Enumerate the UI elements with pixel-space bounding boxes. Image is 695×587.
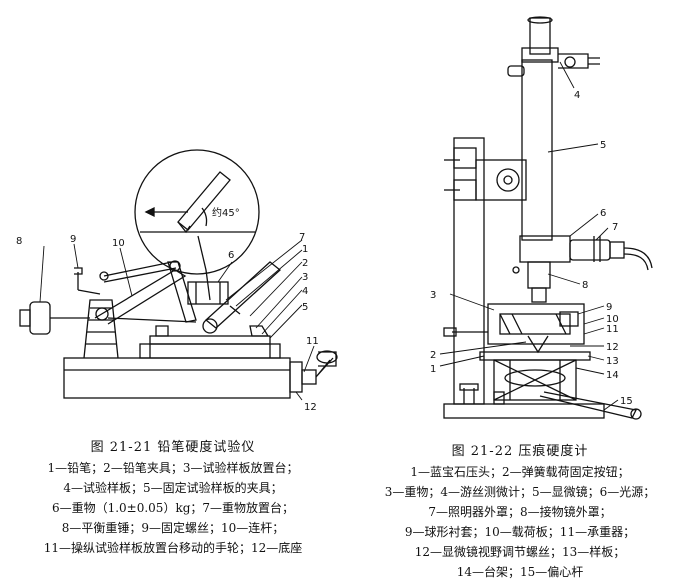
fig2-label-14: 14: [606, 370, 619, 381]
fig2-leader-lines: [439, 61, 619, 411]
fig2-part-labels: 4 5 6 7 8 3 2 1 9 10 11 12 13 14 15: [430, 90, 633, 407]
fig2-legend-line: 7—照明器外罩；8—接物镜外罩；: [428, 505, 612, 519]
fig2-legend-line: 3—重物；4—游丝测微计；5—显微镜；6—光源；: [384, 485, 656, 499]
fig1-label-8: 8: [16, 236, 22, 247]
fig2-label-10: 10: [606, 314, 619, 325]
fig1-label-7: 7: [299, 232, 305, 243]
fig1-leader-lines: [39, 239, 315, 401]
fig1-label-1: 1: [302, 244, 308, 255]
fig1-legend-line: 8—平衡重锤；9—固定螺丝；10—连杆；: [61, 521, 285, 535]
fig1-label-3: 3: [302, 272, 308, 283]
fig2-label-7: 7: [612, 222, 618, 233]
inset-angle-label: 约45°: [212, 206, 240, 219]
fig1-label-11: 11: [306, 336, 319, 347]
fig2-legend-line: 1—蓝宝石压头；2—弹簧载荷固定按钮；: [410, 465, 630, 479]
fig1-label-5: 5: [302, 302, 308, 313]
fig1-legend-line: 1—铅笔；2—铅笔夹具；3—试验样板放置台；: [47, 461, 299, 475]
fig1-label-10: 10: [112, 238, 125, 249]
fig2-caption-title: 图 21-22 压痕硬度计: [451, 444, 589, 459]
fig2-legend-line: 9—球形衬套；10—载荷板；11—承重器；: [404, 525, 636, 539]
fig1-label-2: 2: [302, 258, 308, 269]
fig2-label-13: 13: [606, 356, 619, 367]
fig2-label-1: 1: [430, 364, 436, 375]
fig1-label-6: 6: [228, 250, 234, 261]
fig2-label-6: 6: [600, 208, 606, 219]
fig1-label-9: 9: [70, 234, 76, 245]
fig2-label-8: 8: [582, 280, 588, 291]
fig2-legend-line: 14—台架；15—偏心杆: [456, 565, 584, 579]
fig2-label-4: 4: [574, 90, 580, 101]
fig1-caption: 图 21-21 铅笔硬度试验仪 1—铅笔；2—铅笔夹具；3—试验样板放置台； 4…: [8, 438, 338, 558]
fig2-label-2: 2: [430, 350, 436, 361]
fig1-legend-line: 11—操纵试验样板放置台移动的手轮；12—底座: [43, 541, 303, 555]
fig2-label-5: 5: [600, 140, 606, 151]
fig2-label-11: 11: [606, 324, 619, 335]
fig2-label-9: 9: [606, 302, 612, 313]
fig2-label-15: 15: [620, 396, 633, 407]
fig1-legend-line: 6—重物（1.0±0.05）kg；7—重物放置台；: [51, 501, 295, 515]
fig2-legend-line: 12—显微镜视野调节螺丝；13—样板；: [414, 545, 626, 559]
fig1-legend-line: 4—试验样板；5—固定试验样板的夹具；: [63, 481, 283, 495]
fig1-caption-title: 图 21-21 铅笔硬度试验仪: [90, 440, 256, 455]
fig2-label-3: 3: [430, 290, 436, 301]
fig1-part-labels: 7 1 2 3 4 5 6 8 9 10 11 12 约45°: [16, 206, 319, 413]
fig2-caption: 图 21-22 压痕硬度计 1—蓝宝石压头；2—弹簧载荷固定按钮； 3—重物；4…: [350, 442, 690, 582]
indentation-hardness-tester-drawing: [443, 16, 653, 420]
fig2-label-12: 12: [606, 342, 619, 353]
fig1-label-4: 4: [302, 286, 308, 297]
fig1-label-12: 12: [304, 402, 317, 413]
pencil-hardness-tester-drawing: [19, 149, 338, 399]
